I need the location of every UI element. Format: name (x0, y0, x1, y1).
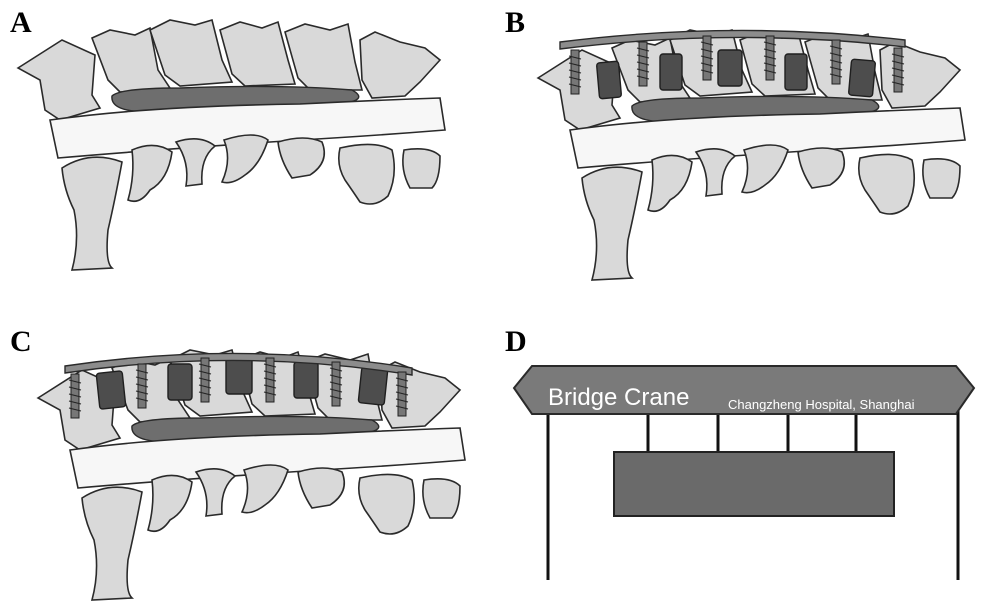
spine-diagram-b (538, 30, 965, 280)
crane-sign-board (514, 366, 974, 414)
crane-load-block (614, 452, 894, 516)
bridge-crane-diagram (514, 366, 974, 580)
spine-diagram-a (18, 20, 445, 270)
spine-diagram-c (38, 350, 465, 600)
